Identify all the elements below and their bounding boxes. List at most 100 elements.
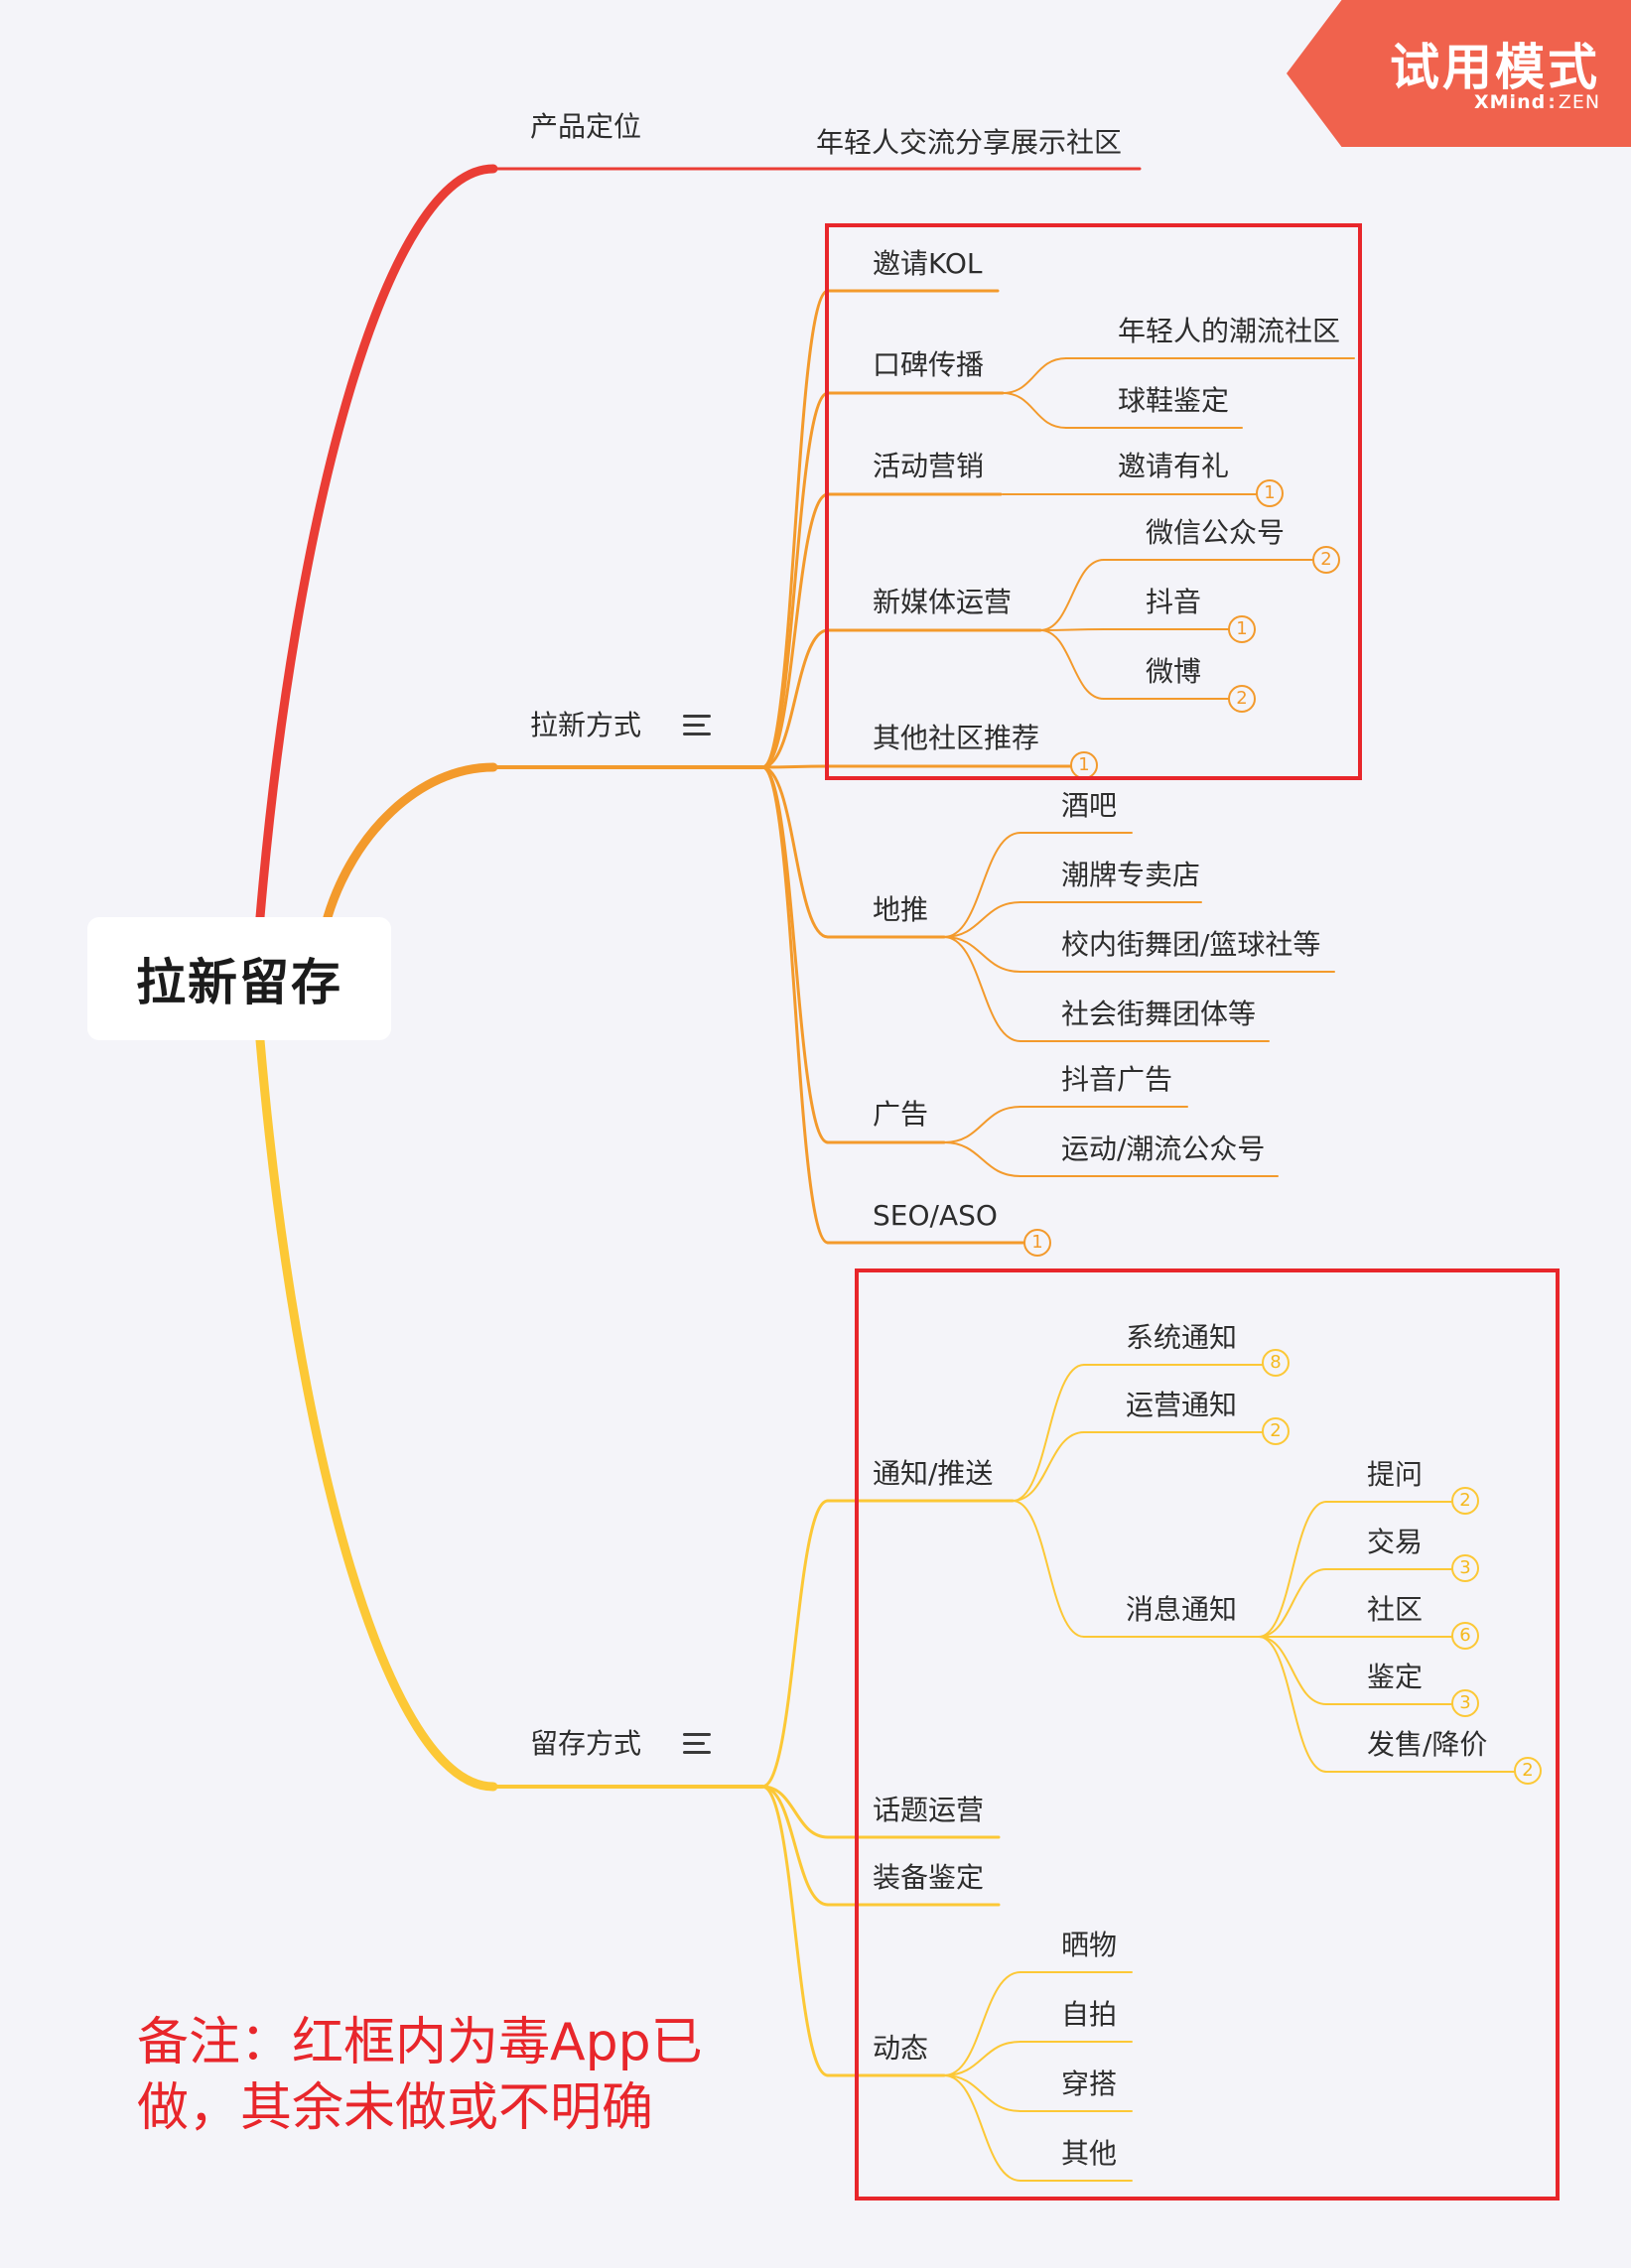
branch-link xyxy=(1258,1636,1327,1705)
branch-link xyxy=(1012,1500,1085,1638)
branch-link xyxy=(760,391,830,769)
topic-douyin[interactable]: 抖音 xyxy=(1146,586,1202,618)
branch-link xyxy=(1012,1431,1085,1502)
branch-link xyxy=(943,1106,1021,1143)
branch-link xyxy=(1039,559,1105,631)
root-topic-label: 拉新留存 xyxy=(136,954,342,1011)
branch-link xyxy=(1258,1636,1327,1773)
branch-link xyxy=(760,765,830,939)
highlight-frame-acquisition xyxy=(825,223,1362,780)
marker-badge: 2 xyxy=(1514,1757,1542,1785)
topic-acquisition-methods[interactable]: 拉新方式 xyxy=(530,709,642,741)
topic-system-notice[interactable]: 系统通知 xyxy=(1126,1321,1238,1354)
branch-link xyxy=(760,1785,830,2077)
topic-outfit[interactable]: 穿搭 xyxy=(1061,2068,1118,2100)
marker-badge: 8 xyxy=(1262,1349,1290,1377)
marker-badge: 1 xyxy=(1023,1229,1051,1257)
branch-link xyxy=(1258,1568,1327,1638)
branch-link xyxy=(760,492,830,769)
branch-link xyxy=(760,628,830,769)
branch-link xyxy=(943,901,1021,938)
branch-link xyxy=(760,765,830,1245)
branch-link xyxy=(943,1141,1021,1177)
topic-notify-push[interactable]: 通知/推送 xyxy=(873,1457,994,1490)
topic-gear-authentication[interactable]: 装备鉴定 xyxy=(873,1861,985,1894)
marker-badge: 1 xyxy=(1256,479,1284,507)
branch-link xyxy=(760,1785,830,1839)
topic-retention-methods[interactable]: 留存方式 xyxy=(530,1727,642,1760)
topic-authenticate[interactable]: 鉴定 xyxy=(1367,1661,1424,1693)
topic-douyin-ads[interactable]: 抖音广告 xyxy=(1061,1063,1173,1096)
topic-other-community[interactable]: 其他社区推荐 xyxy=(873,722,1040,754)
xmind-edition: ZEN xyxy=(1558,91,1601,113)
branch-link xyxy=(760,764,830,769)
trial-mode-title: 试用模式 xyxy=(1390,39,1600,96)
branch-link xyxy=(1258,1501,1327,1638)
branch-link xyxy=(1039,628,1105,631)
trial-mode-badge[interactable] xyxy=(1287,0,1631,147)
branch-link xyxy=(1012,1364,1085,1502)
branch-link xyxy=(1002,357,1067,394)
marker-badge: 2 xyxy=(1262,1417,1290,1445)
notes-icon[interactable] xyxy=(683,1733,713,1755)
branch-link xyxy=(943,2074,1021,2112)
topic-weibo[interactable]: 微博 xyxy=(1146,655,1202,688)
branch-link xyxy=(943,2074,1021,2182)
branch-link xyxy=(943,936,1021,973)
marker-badge: 3 xyxy=(1451,1689,1479,1717)
branch-link xyxy=(943,832,1021,938)
branch-link xyxy=(943,1971,1021,2076)
branch-link xyxy=(760,1499,830,1789)
topic-product-positioning[interactable]: 产品定位 xyxy=(530,110,642,143)
marker-badge: 1 xyxy=(1228,615,1256,643)
topic-ops-notice[interactable]: 运营通知 xyxy=(1126,1389,1238,1421)
topic-trade[interactable]: 交易 xyxy=(1367,1526,1424,1558)
topic-bar[interactable]: 酒吧 xyxy=(1061,789,1118,822)
topic-word-of-mouth[interactable]: 口碑传播 xyxy=(873,348,985,381)
xmind-brand: XMind xyxy=(1474,91,1547,113)
notes-icon[interactable] xyxy=(683,715,713,736)
highlight-frame-retention xyxy=(855,1268,1560,2201)
topic-selfie[interactable]: 自拍 xyxy=(1061,1998,1118,2031)
topic-showcase[interactable]: 晒物 xyxy=(1061,1929,1118,1961)
topic-invite-reward[interactable]: 邀请有礼 xyxy=(1118,450,1230,482)
topic-sneaker-authentication[interactable]: 球鞋鉴定 xyxy=(1118,384,1230,417)
root-topic[interactable]: 拉新留存 xyxy=(87,917,391,1040)
branch-link xyxy=(760,289,830,769)
marker-badge: 6 xyxy=(1451,1622,1479,1650)
marker-badge: 2 xyxy=(1451,1487,1479,1515)
topic-other[interactable]: 其他 xyxy=(1061,2137,1118,2170)
topic-message-notice[interactable]: 消息通知 xyxy=(1126,1593,1238,1626)
branch-link xyxy=(943,2041,1021,2076)
trunk-product xyxy=(255,164,498,922)
topic-question[interactable]: 提问 xyxy=(1367,1458,1424,1491)
remark-note: 备注：红框内为毒App已做，其余未做或不明确 xyxy=(137,2013,703,2138)
topic-topic-operations[interactable]: 话题运营 xyxy=(873,1794,985,1826)
topic-social-dance-groups[interactable]: 社会街舞团体等 xyxy=(1061,998,1257,1030)
topic-release-price-drop[interactable]: 发售/降价 xyxy=(1367,1728,1488,1761)
marker-badge: 2 xyxy=(1312,546,1340,574)
marker-badge: 2 xyxy=(1228,685,1256,713)
trunk-retain xyxy=(255,1035,498,1792)
topic-sports-trend-accounts[interactable]: 运动/潮流公众号 xyxy=(1061,1133,1266,1165)
branch-link xyxy=(1039,629,1105,700)
topic-seo-aso[interactable]: SEO/ASO xyxy=(873,1199,998,1232)
topic-youth-trend-community[interactable]: 年轻人的潮流社区 xyxy=(1118,315,1341,347)
topic-brand-store[interactable]: 潮牌专卖店 xyxy=(1061,859,1201,891)
topic-community[interactable]: 社区 xyxy=(1367,1593,1424,1626)
topic-feed[interactable]: 动态 xyxy=(873,2032,929,2065)
topic-ads[interactable]: 广告 xyxy=(873,1098,929,1131)
topic-ground-promotion[interactable]: 地推 xyxy=(873,893,929,926)
topic-product-positioning-detail[interactable]: 年轻人交流分享展示社区 xyxy=(816,126,1123,159)
topic-campus-clubs[interactable]: 校内街舞团/篮球社等 xyxy=(1061,928,1321,961)
branch-link xyxy=(943,936,1021,1042)
marker-badge: 3 xyxy=(1451,1554,1479,1582)
topic-wechat-official[interactable]: 微信公众号 xyxy=(1146,516,1286,549)
topic-invite-kol[interactable]: 邀请KOL xyxy=(873,247,983,280)
topic-event-marketing[interactable]: 活动营销 xyxy=(873,450,985,482)
branch-link xyxy=(760,765,830,1144)
topic-new-media[interactable]: 新媒体运营 xyxy=(873,586,1013,618)
branch-link xyxy=(1002,392,1067,429)
branch-link xyxy=(760,1785,830,1907)
